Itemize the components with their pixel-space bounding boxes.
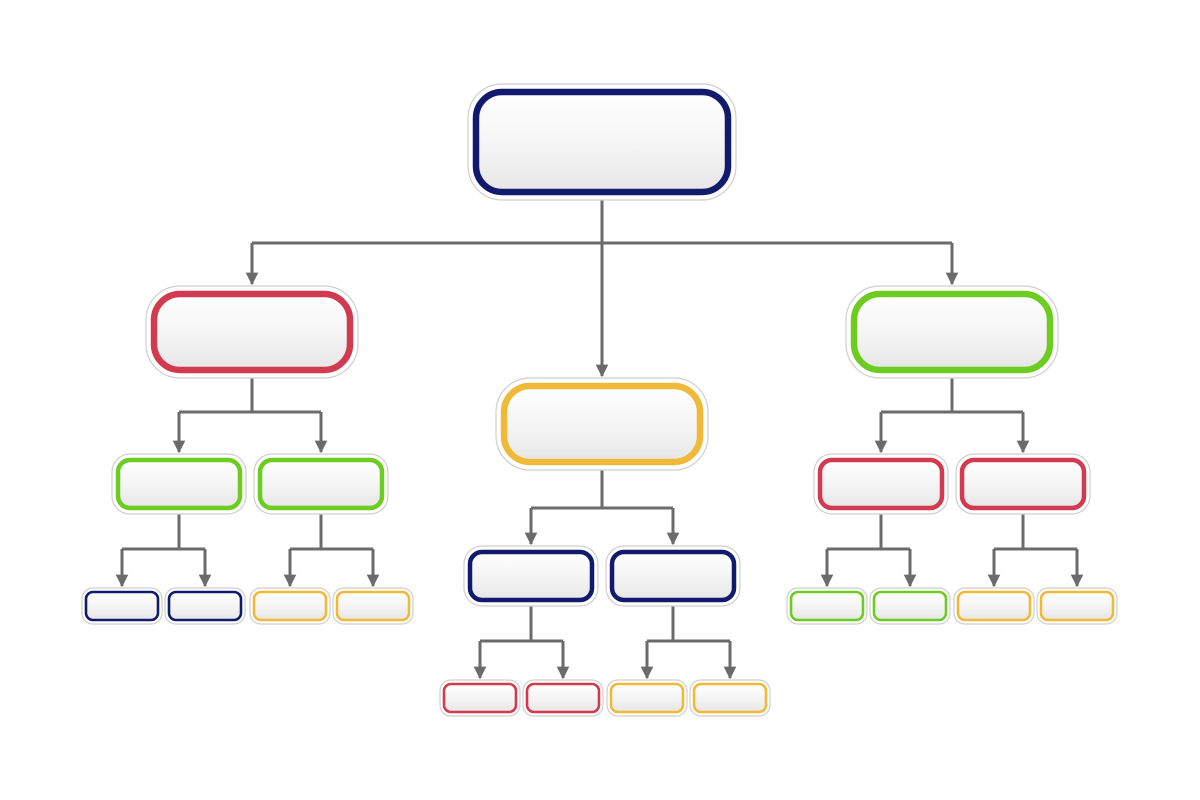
node-center-b-2 (689, 679, 771, 717)
node-box (692, 682, 768, 714)
node-center-a (463, 545, 599, 607)
connector-center (524, 470, 680, 546)
connector-center-b (640, 606, 737, 680)
node-box (442, 682, 518, 714)
node-box (500, 382, 704, 466)
node-center-a-2 (522, 679, 604, 717)
node-box (789, 590, 865, 622)
node-left-b (253, 453, 389, 515)
node-left-a (111, 453, 247, 515)
node-box (1039, 590, 1115, 622)
node-box (817, 457, 945, 511)
node-left-b-1 (249, 587, 331, 625)
node-box (525, 682, 601, 714)
node-box (872, 590, 948, 622)
node-box (609, 549, 737, 603)
connector-right (874, 378, 1030, 454)
node-box (850, 290, 1054, 374)
connector-right-b (987, 514, 1084, 588)
connector-layer (115, 200, 1084, 680)
node-box (150, 290, 354, 374)
node-left-a-1 (81, 587, 163, 625)
node-box (472, 88, 732, 196)
node-box (467, 549, 595, 603)
node-box (956, 590, 1032, 622)
node-center-b-1 (606, 679, 688, 717)
node-root (467, 83, 737, 201)
node-center-a-1 (439, 679, 521, 717)
node-layer (81, 83, 1118, 717)
node-box (84, 590, 160, 622)
node-right-b (955, 453, 1091, 515)
node-box (115, 457, 243, 511)
node-right-a-2 (869, 587, 951, 625)
node-box (959, 457, 1087, 511)
node-box (252, 590, 328, 622)
node-box (257, 457, 385, 511)
connector-left-a (115, 514, 212, 588)
node-box (335, 590, 411, 622)
node-right-b-1 (953, 587, 1035, 625)
node-center-b (605, 545, 741, 607)
connector-left-b (283, 514, 380, 588)
node-right (845, 285, 1059, 379)
node-right-b-2 (1036, 587, 1118, 625)
node-left (145, 285, 359, 379)
connector-center-a (473, 606, 570, 680)
node-box (609, 682, 685, 714)
node-right-a-1 (786, 587, 868, 625)
node-box (167, 590, 243, 622)
node-left-a-2 (164, 587, 246, 625)
node-right-a (813, 453, 949, 515)
connector-left (172, 378, 328, 454)
node-center (495, 377, 709, 471)
connector-right-a (820, 514, 917, 588)
node-left-b-2 (332, 587, 414, 625)
connector-root (245, 200, 959, 378)
